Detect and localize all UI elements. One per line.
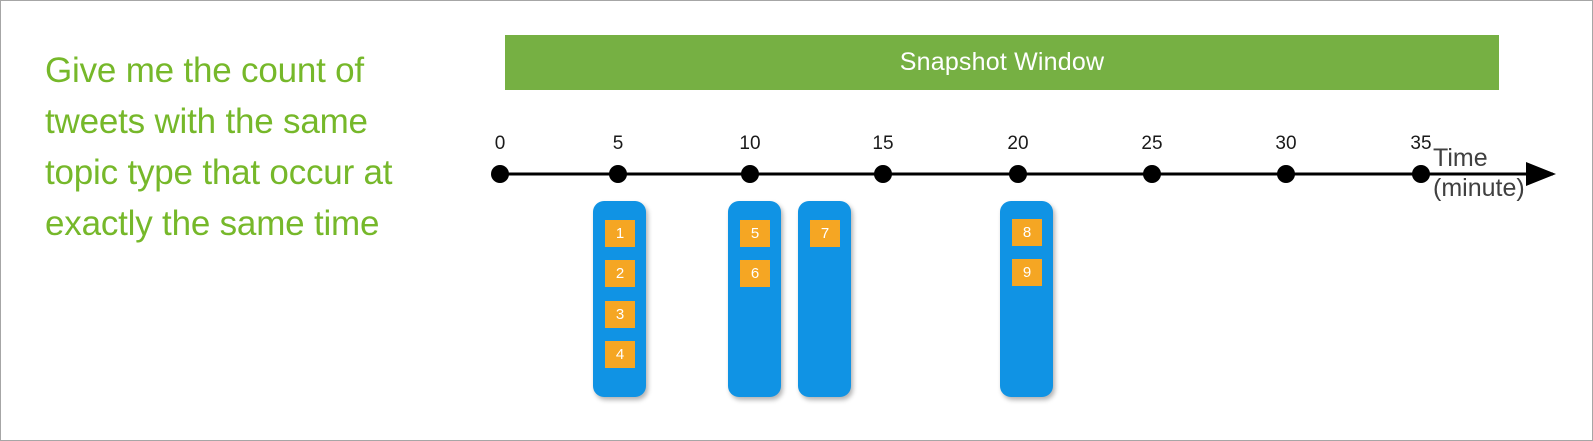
tweet-tile-1[interactable]: 1	[605, 220, 635, 247]
snapshot-window-label: Snapshot Window	[899, 48, 1105, 76]
tick-dot-35	[1412, 165, 1430, 183]
tick-dot-25	[1143, 165, 1161, 183]
tick-dot-20	[1009, 165, 1027, 183]
tweet-tile-7[interactable]: 7	[810, 220, 840, 247]
tick-label-5: 5	[612, 133, 624, 154]
tick-dot-5	[609, 165, 627, 183]
tick-dot-30	[1277, 165, 1295, 183]
tweet-tile-2[interactable]: 2	[605, 260, 635, 287]
time-axis-label: Time (minute)	[1433, 143, 1525, 203]
tweet-tile-3[interactable]: 3	[605, 301, 635, 328]
tweet-tile-4[interactable]: 4	[605, 341, 635, 368]
query-caption-text: Give me the count of tweets with the sam…	[45, 51, 402, 243]
timeline-tick-dots	[491, 165, 1430, 183]
tick-label-20: 20	[1007, 133, 1029, 154]
tick-dot-0	[491, 165, 509, 183]
tick-label-15: 15	[872, 133, 894, 154]
tick-label-25: 25	[1141, 133, 1163, 154]
time-axis-label-main: Time	[1433, 144, 1488, 172]
tick-label-0: 0	[494, 133, 506, 154]
tick-label-10: 10	[739, 133, 761, 154]
time-axis-label-unit: (minute)	[1433, 174, 1525, 202]
snapshot-window-banner: Snapshot Window	[505, 35, 1499, 90]
tick-dot-10	[741, 165, 759, 183]
tweet-tile-6[interactable]: 6	[740, 260, 770, 287]
tick-dot-15	[874, 165, 892, 183]
tweet-tile-8[interactable]: 8	[1012, 219, 1042, 246]
tweet-tile-5[interactable]: 5	[740, 220, 770, 247]
tick-label-35: 35	[1410, 133, 1432, 154]
tweet-tile-9[interactable]: 9	[1012, 259, 1042, 286]
tick-label-30: 30	[1275, 133, 1297, 154]
